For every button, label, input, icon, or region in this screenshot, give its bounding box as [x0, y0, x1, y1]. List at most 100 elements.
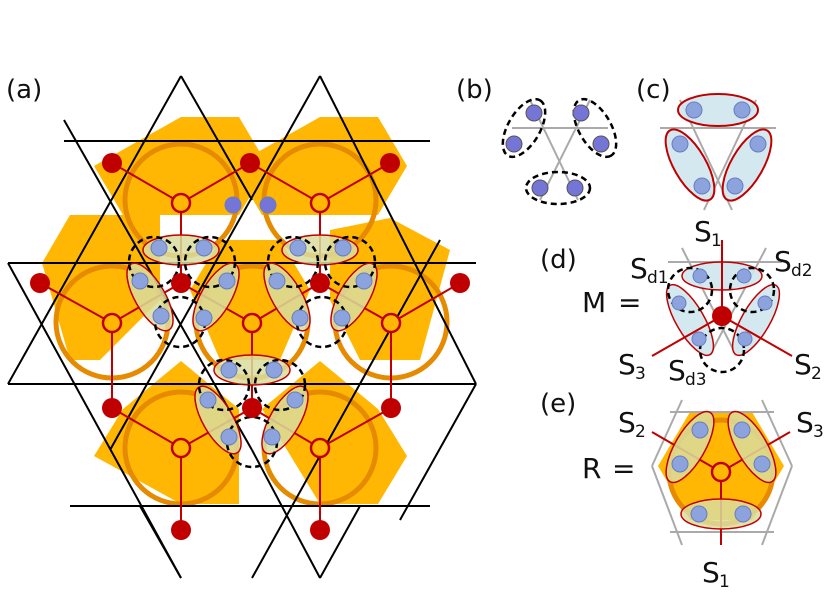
- symbol-s1-d: S 1: [694, 215, 722, 251]
- hexagon-cell: [42, 215, 160, 360]
- spin-blue: [733, 101, 751, 119]
- spin-blue: [671, 455, 689, 473]
- symbol-s2-d: S 2: [794, 348, 822, 384]
- spin-center: [710, 461, 732, 483]
- symbol-base: S: [694, 215, 712, 248]
- spin-blue: [333, 309, 351, 327]
- spin-blue: [525, 104, 543, 122]
- bond: [319, 162, 391, 204]
- spin-red: [242, 398, 262, 418]
- spin-blue: [291, 309, 309, 327]
- symbol-base: S: [618, 406, 636, 439]
- symbol-sub: 3: [813, 422, 824, 442]
- symbol-sub: 3: [635, 364, 646, 384]
- spin-blue: [195, 309, 213, 327]
- spin-blue: [268, 272, 286, 290]
- symbol-sub: d2: [791, 261, 813, 281]
- spin-red: [240, 153, 260, 173]
- lattice-line: [180, 75, 253, 201]
- dashed-circle: [666, 266, 714, 314]
- blue-spins-d: [671, 268, 773, 347]
- grey-line: [709, 247, 767, 356]
- lattice-line: [399, 383, 477, 521]
- spin-blue: [218, 272, 236, 290]
- spin-red: [171, 520, 191, 540]
- symbol-s3-e: S 3: [796, 406, 824, 442]
- symbol-s2-e: S 2: [618, 406, 646, 442]
- spin-blue: [131, 272, 149, 290]
- panel-label-e: (e): [540, 389, 576, 419]
- spin-center: [241, 312, 263, 334]
- symbol-base: S: [630, 252, 648, 285]
- spin-red: [450, 273, 470, 293]
- panel-label-d: (d): [540, 245, 577, 275]
- spin-blue: [692, 268, 708, 284]
- symbol-sub: 1: [711, 231, 722, 251]
- dashed-pairs: [501, 97, 618, 206]
- spin-center: [101, 312, 123, 334]
- spin-blue: [220, 361, 238, 379]
- symbol-sd3: S d3: [668, 354, 707, 390]
- spin-blue: [671, 135, 689, 153]
- spin-blue: [531, 179, 549, 197]
- panel-label-a: (a): [6, 75, 42, 105]
- spin-blue: [592, 135, 610, 153]
- bond: [180, 162, 251, 204]
- spin-blue: [224, 196, 242, 214]
- spin-blue: [685, 101, 703, 119]
- spin-red: [381, 398, 401, 418]
- spin-blue: [733, 421, 751, 439]
- spin-red: [712, 306, 732, 326]
- dashed-circle: [127, 235, 181, 289]
- lattice-line: [109, 75, 321, 451]
- spin-blue: [199, 391, 217, 409]
- dashed-circle: [323, 235, 377, 289]
- red-spins: [30, 153, 470, 540]
- equation-equals-e: =: [612, 452, 635, 485]
- spin-blue: [691, 331, 707, 347]
- bond: [249, 162, 321, 204]
- spin-center: [170, 437, 192, 459]
- grey-line: [651, 465, 683, 546]
- spin-blue: [671, 295, 687, 311]
- spin-blue: [259, 196, 277, 214]
- lattice-line: [251, 239, 441, 579]
- spin-red: [310, 520, 330, 540]
- symbol-base: S: [702, 556, 720, 589]
- spin-red: [171, 273, 191, 293]
- bond: [111, 407, 182, 449]
- bonds-d: [651, 240, 793, 357]
- dashed-pair: [572, 97, 618, 159]
- spin-blue: [286, 391, 304, 409]
- spin-blue: [505, 135, 523, 153]
- lattice-line: [319, 75, 477, 385]
- lattice-line: [251, 449, 321, 579]
- symbol-sd2: S d2: [774, 245, 813, 281]
- pair-ellipse: [721, 128, 773, 202]
- spin-red: [102, 398, 122, 418]
- pair-ellipse: [664, 128, 716, 202]
- grey-line: [761, 465, 793, 546]
- blue-spins-e: [671, 421, 771, 523]
- symbol-sub: d1: [647, 268, 669, 288]
- symbol-sub: 2: [811, 364, 822, 384]
- equation-equals-d: =: [618, 286, 641, 319]
- spin-blue: [566, 179, 584, 197]
- spin-blue: [334, 239, 352, 257]
- panel-a: (a): [6, 75, 477, 579]
- spin-red: [30, 273, 50, 293]
- dashed-circle: [698, 326, 746, 374]
- symbol-sub: 2: [635, 422, 646, 442]
- spin-blue: [737, 331, 753, 347]
- symbol-base: S: [668, 354, 686, 387]
- spin-center: [170, 192, 192, 214]
- panel-c: (c): [636, 75, 776, 211]
- spin-blue: [150, 239, 168, 257]
- spin-blue: [152, 307, 170, 325]
- bond: [390, 282, 461, 324]
- spin-blue: [265, 361, 283, 379]
- blue-spins: [131, 196, 373, 446]
- spin-red: [380, 153, 400, 173]
- bond: [111, 162, 182, 204]
